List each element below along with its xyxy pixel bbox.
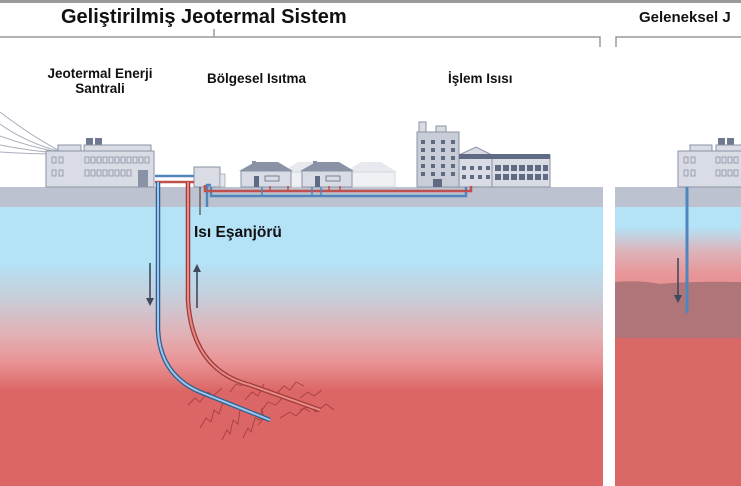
conventional-bracket bbox=[615, 36, 741, 47]
process-heat-label: İşlem Isısı bbox=[448, 71, 513, 86]
enhanced-system-title: Geliştirilmiş Jeotermal Sistem bbox=[61, 6, 347, 28]
production-arrow-icon bbox=[193, 264, 201, 308]
district-houses bbox=[239, 161, 397, 188]
surface-pipes bbox=[155, 174, 473, 207]
conv-reservoir-layer bbox=[615, 281, 741, 340]
production-well bbox=[185, 182, 321, 413]
conventional-system-title: Geleneksel J bbox=[639, 9, 731, 26]
conv-ground-surface bbox=[615, 187, 741, 207]
conventional-plant-building bbox=[677, 138, 741, 188]
top-border bbox=[0, 0, 741, 3]
conv-hot-rock bbox=[615, 338, 741, 486]
injection-arrow-icon bbox=[146, 263, 154, 306]
process-heat-buildings bbox=[416, 121, 551, 188]
egs-subsurface bbox=[0, 207, 603, 486]
egs-bracket bbox=[0, 29, 601, 47]
power-lines bbox=[0, 111, 59, 155]
power-plant-building bbox=[45, 138, 155, 188]
section-divider bbox=[603, 187, 615, 486]
district-heating-label: Bölgesel Isıtma bbox=[207, 71, 307, 86]
power-plant-label: Jeotermal Enerji Santrali bbox=[47, 66, 153, 96]
heat-exchanger-label: Isı Eşanjörü bbox=[194, 224, 282, 241]
injection-well bbox=[155, 182, 271, 423]
conventional-arrow-icon bbox=[674, 258, 682, 303]
